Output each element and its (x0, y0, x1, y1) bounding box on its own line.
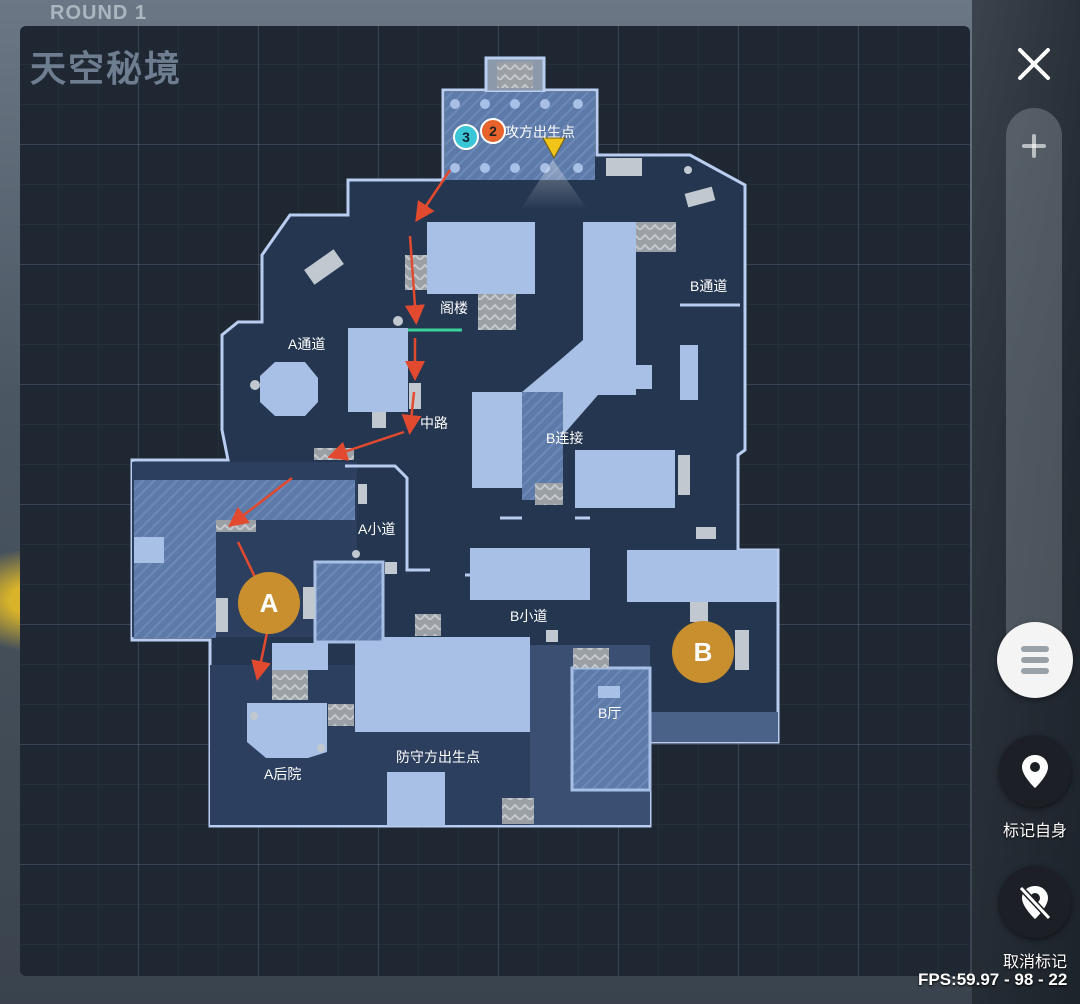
map-layout (130, 56, 780, 828)
b-link-hatched (522, 392, 563, 500)
close-button[interactable] (1010, 40, 1058, 88)
label-mid: 中路 (420, 415, 448, 431)
dark-zone-4 (650, 712, 778, 742)
spawn-dots (450, 99, 583, 173)
label-attic: 阁楼 (440, 300, 468, 316)
a-passage-pillar (260, 362, 318, 416)
site-b-label: B (693, 637, 713, 667)
fps-counter: FPS:59.97 - 98 - 22 (918, 970, 1068, 989)
defender-center (355, 637, 530, 732)
b-link-lower (575, 450, 675, 508)
label-defender-spawn: 防守方出生点 (396, 749, 480, 765)
label-a-passage: A通道 (288, 336, 326, 352)
a-side-block (272, 643, 328, 670)
site-b-marker[interactable]: B (672, 621, 734, 683)
label-b-alley: B小道 (510, 608, 548, 624)
location-pin-icon (1022, 755, 1048, 788)
round-label: ROUND 1 (50, 2, 148, 24)
site-a-label: A (259, 588, 279, 618)
view-cone (520, 160, 588, 210)
minimap-panel[interactable]: 天空秘境 (20, 26, 970, 976)
location-off-icon (1018, 885, 1052, 921)
defender-small (387, 772, 445, 826)
attic-block (427, 222, 535, 294)
player-marker-3: 3 (453, 124, 479, 150)
b-alley-wall (470, 548, 590, 600)
label-attacker-spawn: 攻方出生点 (505, 124, 575, 140)
mark-self-button[interactable] (999, 735, 1071, 807)
b-wall-right (627, 550, 777, 602)
label-a-backyard: A后院 (264, 766, 302, 782)
label-b-link: B连接 (546, 430, 584, 446)
cancel-mark-button[interactable] (999, 866, 1071, 938)
mid-block (348, 328, 408, 412)
a-long-hatched (134, 480, 355, 638)
mid-right-strip (636, 365, 652, 389)
menu-button[interactable] (997, 622, 1073, 698)
close-icon (1018, 48, 1050, 80)
b-link-structure (472, 222, 636, 500)
cancel-mark-label: 取消标记 (1002, 954, 1067, 971)
plus-icon (1022, 134, 1046, 158)
a-site-box (313, 560, 385, 644)
player-self-marker (542, 137, 566, 160)
map-title: 天空秘境 (30, 48, 183, 89)
zoom-slider[interactable] (1006, 108, 1062, 668)
label-a-alley: A小道 (358, 521, 396, 537)
label-b-hall: B厅 (598, 705, 622, 721)
right-control-panel (972, 0, 1080, 1004)
zoom-in-button[interactable] (1006, 126, 1062, 173)
label-b-passage: B通道 (690, 278, 728, 294)
a-backyard-block (247, 703, 327, 758)
player-marker-2: 2 (480, 118, 506, 144)
site-a-marker[interactable]: A (238, 572, 300, 634)
mark-self-label: 标记自身 (1002, 823, 1067, 840)
b-right-pillar (680, 345, 698, 400)
